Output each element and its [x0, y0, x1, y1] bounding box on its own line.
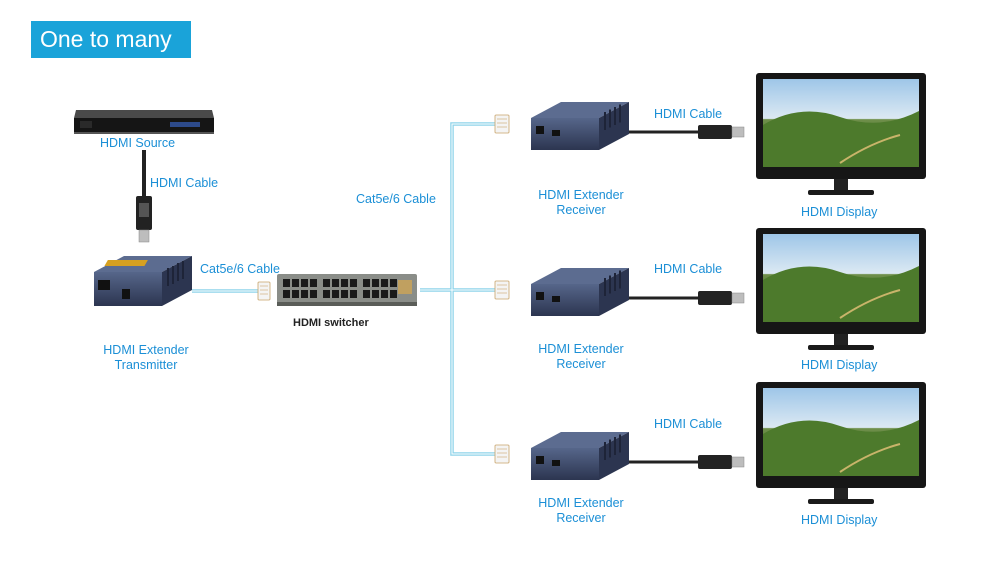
switch-port [390, 279, 397, 287]
hdmi-cable-3-label: HDMI Cable [654, 417, 723, 431]
hdmi-cable-source-label: HDMI Cable [150, 176, 219, 190]
display-device [756, 382, 926, 504]
switch-port [310, 279, 317, 287]
switch-port [332, 290, 339, 298]
receivers-group [494, 102, 745, 480]
hdmi-display-3-label: HDMI Display [801, 513, 878, 527]
rj45-plug-tx [257, 281, 271, 301]
cat-cable-tx-label: Cat5e/6 Cable [200, 262, 280, 276]
switch-port [292, 290, 299, 298]
receiver-3-label-line2: Receiver [556, 511, 606, 525]
switcher-label: HDMI switcher [293, 317, 369, 329]
hdmi-source-device [74, 110, 214, 134]
receiver-device [494, 268, 745, 316]
receiver-1-label-line1: HDMI Extender [538, 188, 624, 202]
hdmi-switcher-device [277, 274, 417, 306]
switch-port [363, 290, 370, 298]
transmitter-label-line2: Transmitter [114, 358, 178, 372]
switch-port [381, 279, 388, 287]
switch-port [283, 279, 290, 287]
receiver-1-label: HDMI Extender Receiver [533, 188, 629, 218]
receiver-2-label: HDMI Extender Receiver [533, 342, 629, 372]
hdmi-cable-2-label: HDMI Cable [654, 262, 723, 276]
page-title: One to many [31, 21, 191, 58]
cable-switch-to-rx3 [450, 290, 500, 456]
hdmi-cable-1-label: HDMI Cable [654, 107, 723, 121]
receiver-device [494, 432, 745, 480]
receiver-device [494, 102, 745, 150]
hdmi-source-label: HDMI Source [100, 136, 176, 150]
switch-port [350, 279, 357, 287]
switch-port [350, 290, 357, 298]
receiver-2-label-line2: Receiver [556, 357, 606, 371]
switch-port [301, 279, 308, 287]
switch-port [301, 290, 308, 298]
switch-port [363, 279, 370, 287]
hdmi-display-2-label: HDMI Display [801, 358, 878, 372]
transmitter-label-line1: HDMI Extender [103, 343, 189, 357]
receiver-2-label-line1: HDMI Extender [538, 342, 624, 356]
hdmi-display-1-label: HDMI Display [801, 205, 878, 219]
switch-port [341, 290, 348, 298]
switch-port [332, 279, 339, 287]
cat-cable-main-label: Cat5e/6 Cable [356, 192, 436, 206]
display-device [756, 73, 926, 195]
receiver-1-label-line2: Receiver [556, 203, 606, 217]
transmitter-label: HDMI Extender Transmitter [98, 343, 194, 373]
receiver-3-label-line1: HDMI Extender [538, 496, 624, 510]
switch-port [390, 290, 397, 298]
switch-port [341, 279, 348, 287]
transmitter-device [94, 256, 192, 306]
switch-port [381, 290, 388, 298]
cable-switch-to-rx1 [450, 122, 500, 290]
switch-port [323, 279, 330, 287]
switch-port [283, 290, 290, 298]
displays-group [756, 73, 926, 504]
display-device [756, 228, 926, 350]
switch-port [372, 279, 379, 287]
receiver-3-label: HDMI Extender Receiver [533, 496, 629, 526]
switch-port [292, 279, 299, 287]
switch-port [310, 290, 317, 298]
switch-port [372, 290, 379, 298]
hdmi-cable-source [136, 150, 152, 243]
switch-port [323, 290, 330, 298]
